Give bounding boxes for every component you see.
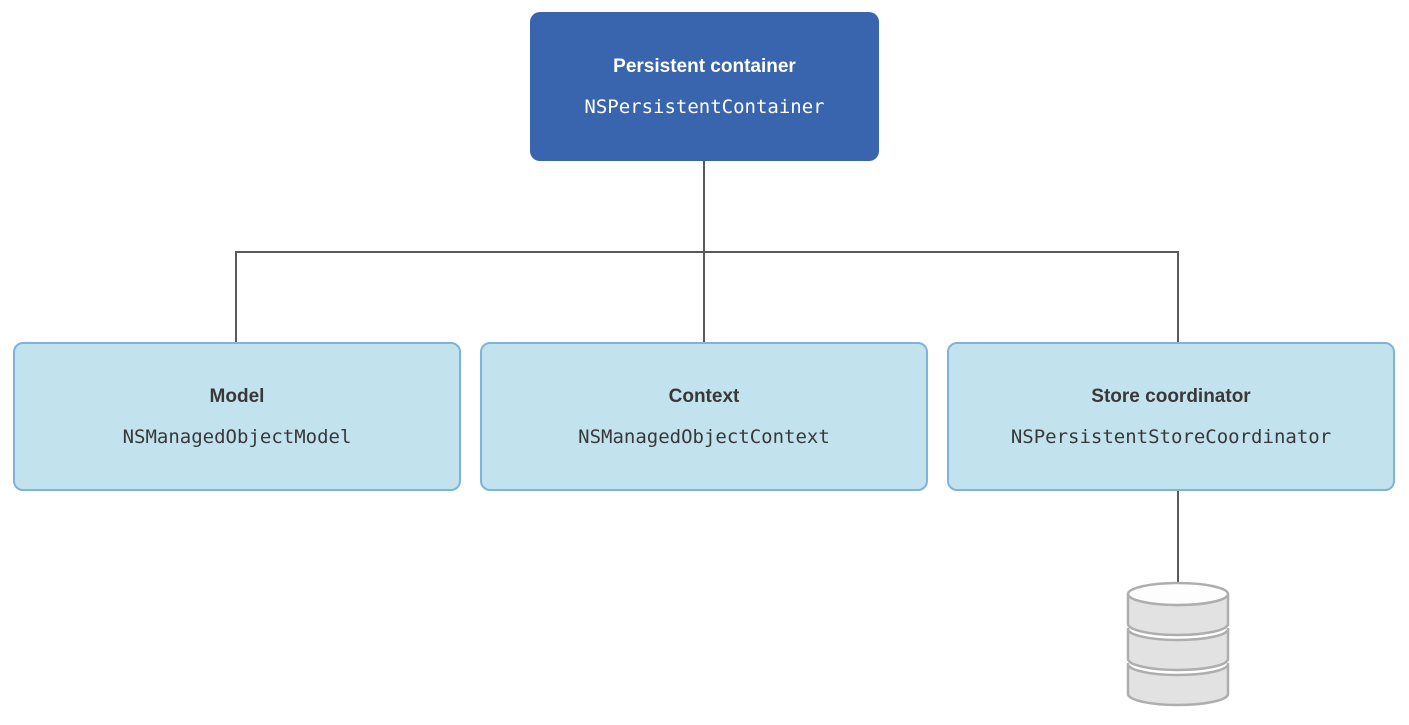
node-title: Context: [668, 385, 740, 407]
node-class-name: NSManagedObjectContext: [578, 425, 830, 448]
node-model: Model NSManagedObjectModel: [13, 342, 461, 491]
database-cylinder-icon: [1126, 581, 1230, 707]
node-title: Store coordinator: [1091, 385, 1251, 407]
node-persistent-container: Persistent container NSPersistentContain…: [530, 12, 879, 161]
node-context: Context NSManagedObjectContext: [480, 342, 928, 491]
node-title: Persistent container: [613, 55, 796, 77]
node-class-name: NSPersistentStoreCoordinator: [1010, 425, 1332, 448]
node-class-name: NSPersistentContainer: [584, 95, 825, 118]
node-store-coordinator: Store coordinator NSPersistentStoreCoord…: [947, 342, 1395, 491]
node-class-name: NSManagedObjectModel: [122, 425, 352, 448]
node-title: Model: [209, 385, 265, 407]
